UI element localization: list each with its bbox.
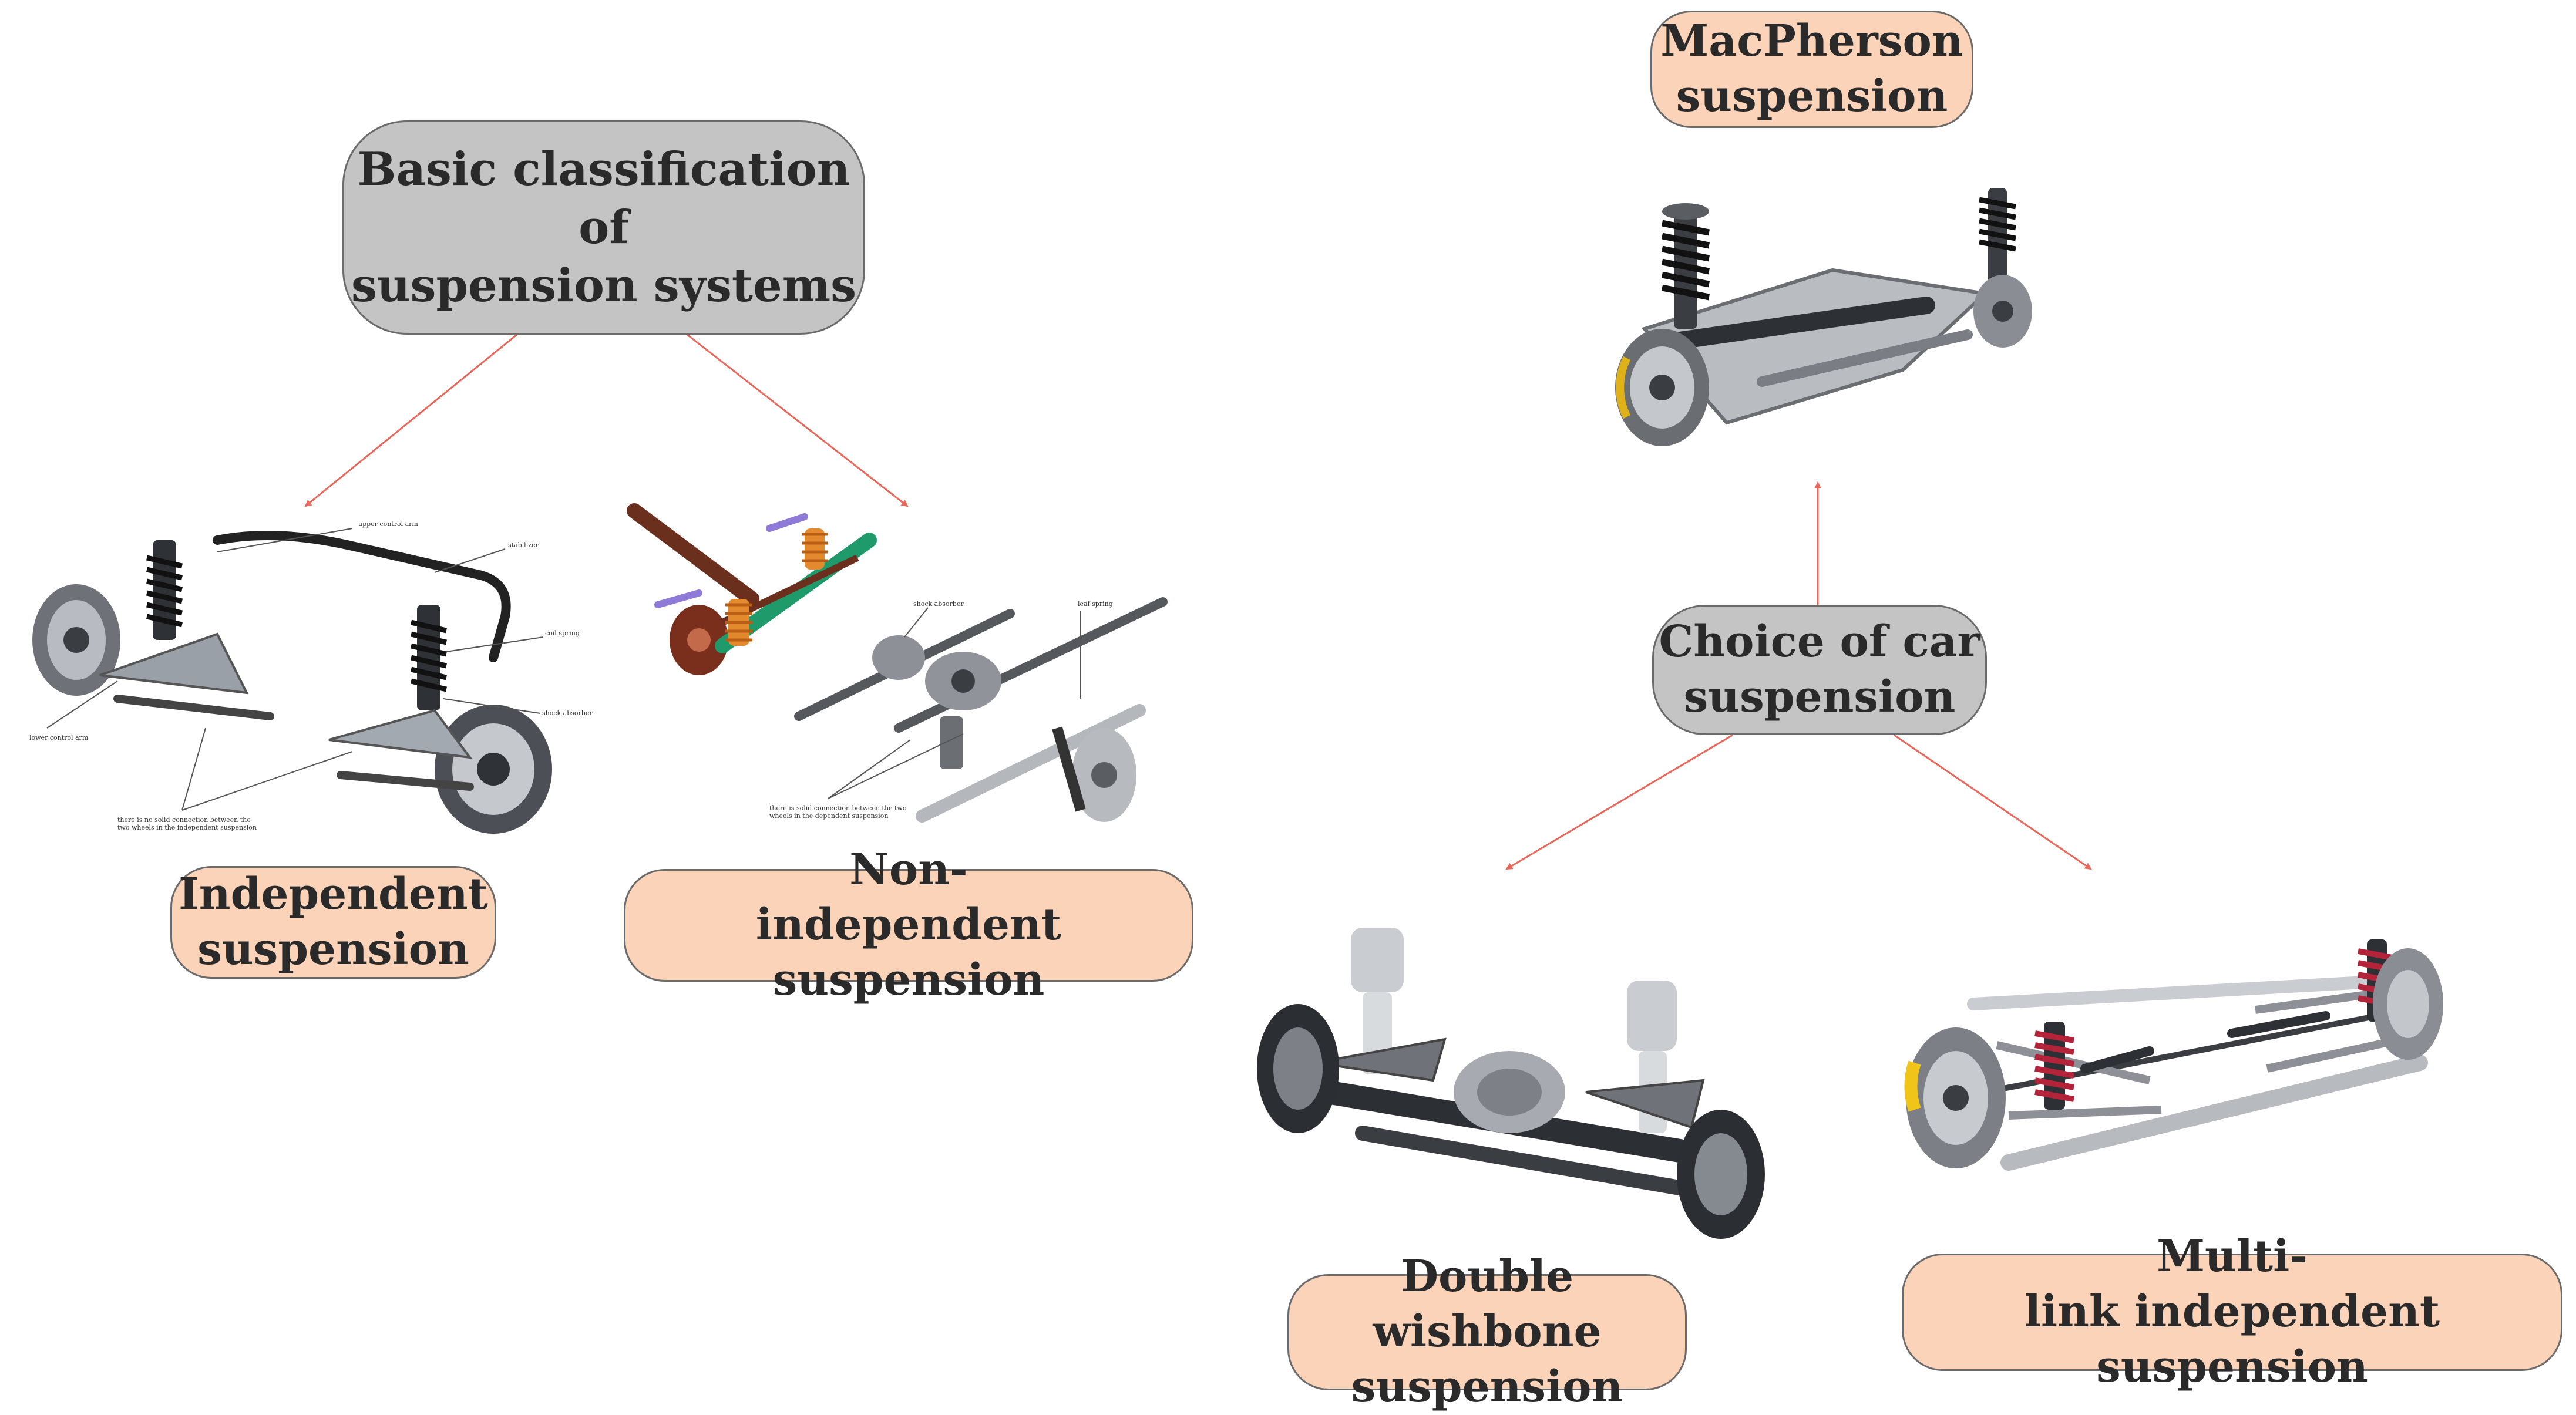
label-coil-spring: coil spring	[545, 629, 580, 637]
label-shock-absorber: shock absorber	[542, 709, 593, 717]
arrow-to-multi-link	[1894, 734, 2092, 870]
node-basic-classification: Basic classification of suspension syste…	[342, 120, 865, 335]
label-lower-control-arm: lower control arm	[29, 734, 89, 742]
node-choice-label: Choice of car suspension	[1659, 616, 1980, 722]
node-non-independent-suspension: Non- independent suspension	[624, 844, 1193, 1005]
node-multi-link-suspension: Multi- link independent suspension	[1902, 1231, 2562, 1392]
node-multi-link-label: Multi- link independent suspension	[2024, 1231, 2440, 1392]
label-leaf-spring: leaf spring	[1078, 600, 1113, 608]
label-independent-caption: there is no solid connection between the…	[117, 816, 257, 831]
arrow-to-independent	[304, 333, 517, 507]
node-independent-label: Independent suspension	[179, 869, 488, 975]
label-dep-shock-absorber: shock absorber	[913, 600, 964, 608]
multi-link-suspension-illustration	[1904, 939, 2443, 1171]
node-double-wishbone-suspension: Double wishbone suspension	[1287, 1251, 1687, 1412]
label-upper-control-arm: upper control arm	[358, 520, 418, 528]
double-wishbone-suspension-illustration	[1257, 928, 1765, 1239]
independent-suspension-illustration: upper control arm stabilizer coil spring…	[29, 520, 593, 834]
non-independent-suspension-illustration: shock absorber leaf spring there is soli…	[627, 503, 1168, 823]
node-macpherson-label: MacPherson suspension	[1660, 16, 1963, 122]
label-dependent-caption: there is solid connection between the tw…	[769, 804, 907, 820]
node-macpherson-suspension: MacPherson suspension	[1650, 11, 1973, 128]
node-choice-of-car-suspension: Choice of car suspension	[1652, 605, 1987, 735]
arrow-to-double-wishbone	[1505, 734, 1733, 870]
arrow-to-non-independent	[687, 333, 909, 507]
label-stabilizer: stabilizer	[508, 541, 539, 549]
node-independent-suspension: Independent suspension	[170, 866, 496, 979]
node-non-independent-label: Non- independent suspension	[755, 844, 1062, 1005]
node-basic-classification-label: Basic classification of suspension syste…	[351, 142, 857, 313]
node-double-wishbone-label: Double wishbone suspension	[1351, 1251, 1623, 1412]
macpherson-suspension-illustration	[1615, 188, 2032, 446]
